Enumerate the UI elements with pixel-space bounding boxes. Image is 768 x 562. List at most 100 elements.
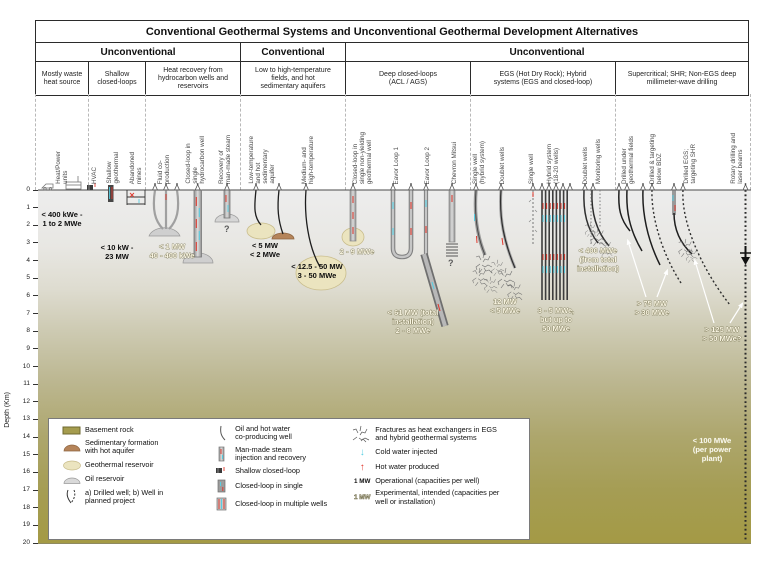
- geothermal-reservoir-icon: [59, 460, 85, 471]
- group-waste-heat: Mostly waste heat source: [36, 62, 89, 95]
- closed-loop-hydrocarbon-well: [182, 189, 214, 264]
- depth-tick-label: 14: [22, 433, 30, 441]
- legend-label: Hot water produced: [375, 462, 439, 472]
- depth-tick: [33, 436, 38, 438]
- eavor-loop-1-well: [390, 190, 414, 260]
- hvac-icon: [87, 183, 96, 190]
- legend-item: ↓ Cold water injected: [349, 447, 525, 458]
- capacity-non-yielding-loop: 2 - 9 MWe: [339, 247, 375, 257]
- legend-item: Oil and hot water co-producing well: [209, 424, 349, 442]
- group-supercritical: Supercritical; SHR; Non-EGS deep millime…: [627, 70, 737, 86]
- fluid-co-production-well: [148, 189, 181, 237]
- depth-tick: [33, 524, 38, 526]
- pointer-arrows: [626, 238, 744, 324]
- low-temp-aquifer-well: [246, 189, 276, 240]
- column-separator: [345, 94, 346, 190]
- legend-column-geology: Basement rock Sedimentary formation with…: [59, 425, 209, 537]
- depth-tick-label: 1: [26, 203, 30, 211]
- closed-loop-single-icon: [209, 479, 235, 493]
- legend-item: Fractures as heat exchangers in EGS and …: [349, 425, 525, 443]
- oil-reservoir-icon: [59, 475, 85, 485]
- depth-tick: [33, 489, 38, 491]
- hybrid-system-wells: [541, 190, 568, 300]
- depth-tick-label: 6: [26, 291, 30, 299]
- single-well-planned: [528, 190, 538, 244]
- well-label-band: Heat/Power units HVAC Shallow geothermal…: [35, 94, 751, 190]
- depth-tick-label: 7: [26, 309, 30, 317]
- depth-tick: [33, 189, 38, 191]
- depth-tick: [33, 330, 38, 332]
- depth-tick: [33, 507, 38, 509]
- depth-tick: [33, 471, 38, 473]
- rotary-laser-well: [740, 190, 751, 541]
- depth-tick-label: 19: [22, 521, 30, 529]
- depth-tick-label: 15: [22, 450, 30, 458]
- shallow-geothermal-icon: [108, 185, 114, 202]
- depth-tick-label: 9: [26, 344, 30, 352]
- chevron-mitsui-well: [446, 189, 458, 257]
- depth-tick: [33, 454, 38, 456]
- column-separator: [470, 94, 471, 190]
- legend-item: Sedimentary formation with hot aquifer: [59, 438, 209, 456]
- depth-tick-label: 3: [26, 238, 30, 246]
- page-title: Conventional Geothermal Systems and Unco…: [36, 21, 748, 43]
- capacity-low-temp: < 5 MW < 2 MWe: [249, 241, 281, 259]
- legend-label: Closed-loop in multiple wells: [235, 499, 328, 509]
- abandoned-mines-icon: [126, 190, 146, 205]
- legend-label: Sedimentary formation with hot aquifer: [85, 438, 159, 456]
- depth-tick: [33, 207, 38, 209]
- legend-label: a) Drilled well; b) Well in planned proj…: [85, 487, 164, 505]
- capacity-single-well-hybrid: 12 MW < 5 MWe: [489, 297, 521, 316]
- hot-water-arrow-icon: ↑: [359, 462, 365, 473]
- legend-item: Closed-loop in single: [209, 479, 349, 493]
- depth-tick-label: 11: [23, 380, 30, 388]
- drilled-planned-well-icon: [59, 489, 85, 505]
- depth-tick-label: 18: [22, 503, 30, 511]
- depth-tick-label: 4: [26, 256, 30, 264]
- legend-label: Shallow closed-loop: [235, 465, 300, 475]
- group-low-high-temp: Low to high-temperature fields, and hot …: [241, 62, 346, 95]
- question-mark-steam: ?: [224, 224, 230, 234]
- experimental-capacity-icon: 1 MW: [354, 494, 371, 502]
- heat-power-units-icon: [41, 176, 82, 191]
- legend-label: Experimental, intended (capacities per w…: [375, 488, 500, 506]
- legend-item: Man-made steam injection and recovery: [209, 444, 349, 463]
- legend-item: Geothermal reservoir: [59, 460, 209, 471]
- depth-tick: [33, 542, 38, 544]
- capacity-eavor: < 61 MW (total installation) 2 - 8 MWe: [387, 308, 439, 336]
- closed-loop-non-yielding-well: [341, 189, 365, 247]
- depth-tick: [33, 242, 38, 244]
- drilled-under-fields-wells: [618, 189, 643, 252]
- depth-tick-label: 10: [22, 362, 30, 370]
- group-egs-hybrid: EGS (Hot Dry Rock); Hybrid systems (EGS …: [471, 62, 616, 95]
- legend-label: Geothermal reservoir: [85, 459, 154, 469]
- capacity-hydrocarbon-loop: < 1 MW 40 - 400 kWe: [149, 242, 195, 261]
- drilled-below-bdz-wells: [642, 189, 682, 284]
- legend-label: Man-made steam injection and recovery: [235, 444, 307, 462]
- depth-tick-label: 17: [22, 486, 30, 494]
- depth-tick: [33, 260, 38, 262]
- capacity-shr: > 125 MW > 50 MWe?: [702, 325, 742, 344]
- legend-item: Basement rock: [59, 425, 209, 435]
- steam-injection-well-icon: [209, 446, 235, 462]
- depth-tick: [33, 401, 38, 403]
- basement-rock-swatch-icon: [59, 425, 85, 435]
- capacity-doublet: < 400 MWe (from total installation): [576, 246, 620, 274]
- medium-high-temp-well: [295, 189, 347, 291]
- man-made-steam-well: [214, 189, 240, 223]
- legend-label: Oil and hot water co-producing well: [235, 424, 292, 442]
- single-well-hybrid-system-well: [472, 189, 498, 294]
- wellhead-derrick-icons: [151, 182, 750, 191]
- legend-label: Closed-loop in single: [235, 481, 303, 491]
- cold-water-arrow-icon: ↓: [359, 447, 365, 458]
- capacity-medium-high-temp: < 12.5 - 50 MW 3 - 50 MWe: [291, 262, 343, 280]
- depth-tick-label: 16: [22, 468, 30, 476]
- drilled-egs-shr-wells: [672, 189, 731, 306]
- depth-tick-label: 2: [26, 221, 30, 229]
- group-shallow-closed-loops: Shallow closed-loops: [89, 62, 146, 95]
- legend-label: Basement rock: [85, 424, 134, 434]
- doublet-wells-egs: [583, 189, 613, 257]
- legend-column-symbols: Fractures as heat exchangers in EGS and …: [349, 425, 525, 537]
- column-separator: [615, 94, 616, 190]
